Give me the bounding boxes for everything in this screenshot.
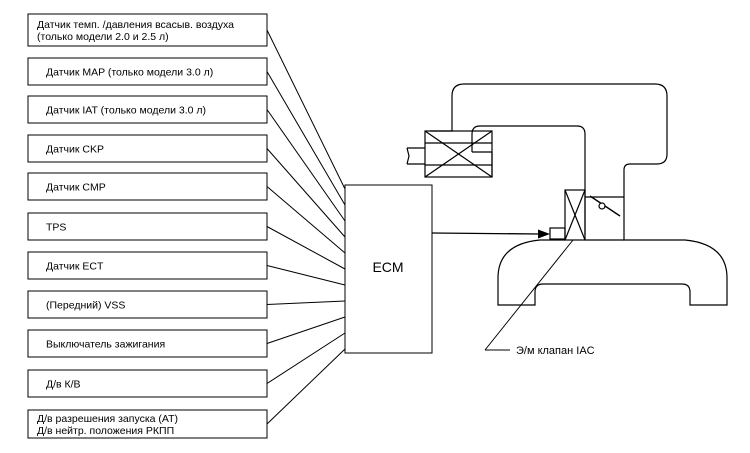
sensor-box-9: Выключатель зажигания	[27, 329, 268, 358]
sensor-wire-11	[266, 348, 346, 425]
ecm-block: ECM	[344, 184, 433, 354]
ecm-label: ECM	[372, 259, 403, 275]
sensor-box-11: Д/в разрешения запуска (AT)Д/в нейтр. по…	[27, 409, 268, 439]
sensor-label: Датчик MAP (только модели 3.0 л)	[46, 67, 213, 79]
sensor-wire-4	[266, 148, 346, 238]
sensor-box-7: Датчик ECT	[27, 251, 268, 280]
sensor-box-5: Датчик CMP	[27, 172, 268, 201]
sensor-box-frame	[27, 290, 268, 319]
sensor-box-frame	[27, 57, 268, 86]
sensor-wire-3	[266, 109, 346, 222]
sensor-box-frame	[27, 172, 268, 201]
ecm-to-iac-arrow	[431, 229, 550, 239]
sensor-label: Д/в К/В	[46, 379, 81, 391]
iac-label: Э/м клапан IAC	[516, 345, 595, 357]
sensor-label: Д/в нейтр. положения РКПП	[37, 425, 174, 437]
sensor-wire-5	[266, 186, 346, 254]
intake-chamber	[451, 83, 668, 235]
sensor-wire-8	[266, 300, 346, 305]
sensor-wire-9	[266, 316, 346, 344]
sensor-box-6: TPS	[27, 212, 268, 241]
sensor-wire-7	[266, 265, 346, 286]
sensor-box-3: Датчик IAT (только модели 3.0 л)	[27, 95, 268, 124]
sensor-box-10: Д/в К/В	[27, 369, 268, 398]
sensor-box-8: (Передний) VSS	[27, 290, 268, 319]
sensor-label: TPS	[46, 222, 66, 234]
sensor-box-4: Датчик CKP	[27, 134, 268, 163]
inlet-duct	[406, 147, 425, 165]
sensor-wire-10	[266, 332, 346, 384]
sensor-label: Датчик CKP	[46, 144, 104, 156]
sensor-label: Датчик CMP	[46, 182, 106, 194]
iac-callout: Э/м клапан IAC	[484, 239, 595, 357]
sensor-box-1: Датчик темп. /давления всасыв. воздуха(т…	[27, 13, 268, 47]
sensor-box-frame	[27, 95, 268, 124]
sensor-box-frame	[27, 13, 268, 47]
sensor-box-frame	[27, 251, 268, 280]
sensor-boxes: Датчик темп. /давления всасыв. воздуха(т…	[27, 13, 268, 439]
throttle-shaft	[598, 202, 606, 210]
sensor-label: Датчик темп. /давления всасыв. воздуха	[37, 19, 234, 31]
sensor-label: (только модели 2.0 и 2.5 л)	[37, 31, 169, 43]
sensor-label: Д/в разрешения запуска (AT)	[37, 413, 178, 425]
sensor-wire-2	[266, 71, 346, 206]
sensor-label: Выключатель зажигания	[46, 339, 165, 351]
sensor-wire-6	[266, 226, 346, 270]
sensor-box-2: Датчик MAP (только модели 3.0 л)	[27, 57, 268, 86]
intake-chamber-inner	[471, 125, 586, 197]
sensor-wires	[266, 29, 346, 425]
sensor-label: Датчик IAT (только модели 3.0 л)	[46, 105, 206, 117]
sensor-box-frame	[27, 329, 268, 358]
sensor-label: (Передний) VSS	[46, 300, 125, 312]
sensor-wire-1	[266, 29, 346, 190]
sensor-box-frame	[27, 212, 268, 241]
throttle-body	[584, 196, 624, 235]
iac-valve-body	[564, 189, 586, 241]
ecm-box	[344, 184, 433, 354]
iac-valve-plunger	[549, 227, 566, 240]
intake-assembly	[406, 83, 728, 306]
sensor-box-frame	[27, 369, 268, 398]
intake-manifold	[497, 235, 728, 306]
sensor-label: Датчик ECT	[46, 261, 104, 273]
